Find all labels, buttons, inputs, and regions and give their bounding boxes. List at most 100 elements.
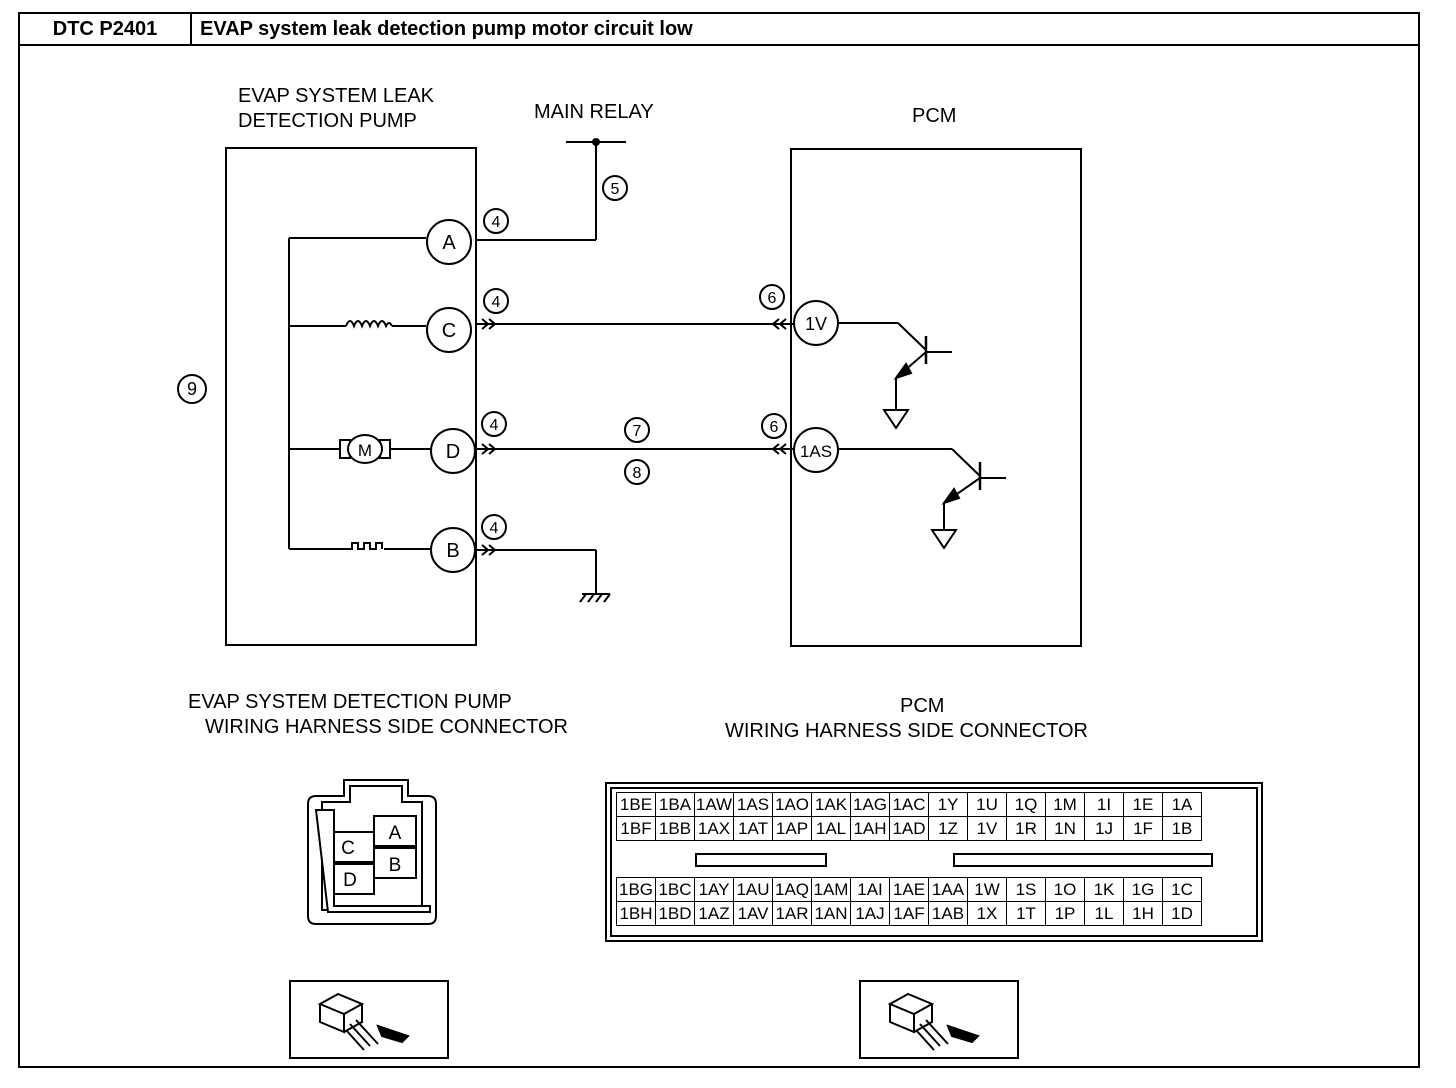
pin-label-1as: 1AS [800,442,832,461]
motor-icon [347,434,383,464]
pcm-pin-cell: 1I [1084,792,1124,817]
callout-7: 7 [633,423,642,440]
connector-arrow-icon [771,318,787,330]
pcm-pin-cell: 1Y [928,792,968,817]
callout-4: 4 [490,417,499,434]
pin-label-d: D [446,441,460,463]
view-from-wire-side-icon [859,980,1019,1059]
callout-8: 8 [633,465,642,482]
pcm-pin-cell: 1C [1162,877,1202,902]
pcm-pin-cell: 1AK [811,792,851,817]
pcm-pin-cell: 1AD [889,816,929,841]
pcm-pin-cell: 1E [1123,792,1163,817]
pcm-connector-label-line2: WIRING HARNESS SIDE CONNECTOR [725,720,1088,742]
pcm-pin-cell: 1AI [850,877,890,902]
pcm-pin-cell: 1U [967,792,1007,817]
pcm-pin-cell: 1AB [928,901,968,926]
heater-icon [346,542,383,550]
pcm-pin-cell: 1AT [733,816,773,841]
pcm-pin-cell: 1BA [655,792,695,817]
relay-junction-dot [592,138,600,146]
pump-connector-label-line1: EVAP SYSTEM DETECTION PUMP [188,691,512,713]
pin-circle-c [426,307,472,353]
view-from-wire-side-icon [289,980,449,1059]
pcm-pin-cell: 1AN [811,901,851,926]
pin-circle-a [426,219,472,265]
pump-connector-label-line2: WIRING HARNESS SIDE CONNECTOR [205,716,568,738]
pcm-pin-cell: 1AM [811,877,851,902]
pcm-pin-cell: 1BH [616,901,656,926]
pcm-pin-cell: 1BB [655,816,695,841]
pcm-label: PCM [912,105,957,127]
callout-4: 4 [492,294,501,311]
pin-label-b: B [446,540,459,562]
pcm-pin-cell: 1Z [928,816,968,841]
pcm-pin-cell: 1L [1084,901,1124,926]
connector-arrow-icon [771,443,787,455]
pcm-pin-cell: 1AH [850,816,890,841]
pcm-pin-cell: 1A [1162,792,1202,817]
pcm-pin-cell: 1AF [889,901,929,926]
pcm-pin-cell: 1AW [694,792,734,817]
pcm-pin-cell: 1AG [850,792,890,817]
pcm-pin-cell: 1B [1162,816,1202,841]
pcm-box [790,148,1082,647]
pcm-pin-cell: 1N [1045,816,1085,841]
pcm-pin-cell: 1BG [616,877,656,902]
pcm-pin-cell: 1G [1123,877,1163,902]
callout-4: 4 [492,214,501,231]
connector-arrow-icon [481,318,497,330]
pcm-pin-cell: 1AR [772,901,812,926]
callout-5: 5 [611,181,620,198]
pcm-pin-cell: 1J [1084,816,1124,841]
main-relay-label: MAIN RELAY [534,101,654,123]
pump-label-line2: DETECTION PUMP [238,110,417,132]
callout-9: 9 [187,379,197,399]
ground-symbol-icon [579,593,611,603]
connector-view-icon [887,992,980,1051]
pcm-pin-cell: 1AZ [694,901,734,926]
pcm-pin-cell: 1AU [733,877,773,902]
pump-connector-face [307,779,437,925]
dtc-code: DTC P2401 [20,14,192,44]
pcm-pin-cell: 1F [1123,816,1163,841]
pcm-pin-cell: 1D [1162,901,1202,926]
pump-connector-pin-b: B [389,855,402,876]
pcm-pin-cell: 1BC [655,877,695,902]
solenoid-coil-icon [345,320,393,329]
pcm-pin-cell: 1V [967,816,1007,841]
pcm-pin-cell: 1BD [655,901,695,926]
page-title: EVAP system leak detection pump motor ci… [200,17,693,40]
pcm-pin-cell: 1W [967,877,1007,902]
header-divider [18,44,1420,46]
pcm-pin-cell: 1M [1045,792,1085,817]
motor-label: M [358,441,372,460]
pcm-pin-cell: 1AJ [850,901,890,926]
pcm-pin-cell: 1AS [733,792,773,817]
pcm-pin-cell: 1BE [616,792,656,817]
pcm-pin-cell: 1AQ [772,877,812,902]
pcm-connector-label-line1: PCM [900,695,945,717]
pin-label-1v: 1V [805,314,827,334]
pcm-pin-cell: 1Q [1006,792,1046,817]
pcm-pin-cell: 1R [1006,816,1046,841]
pin-label-a: A [442,232,456,254]
pcm-pin-cell: 1AY [694,877,734,902]
connector-arrow-icon [481,544,497,556]
pcm-pin-cell: 1AE [889,877,929,902]
pump-box [225,147,477,646]
pcm-pin-cell: 1H [1123,901,1163,926]
pcm-pin-cell: 1AO [772,792,812,817]
pump-connector-pin-d: D [343,870,357,891]
pcm-pin-cell: 1T [1006,901,1046,926]
pump-label-line1: EVAP SYSTEM LEAK [238,85,435,107]
connector-arrow-icon [481,443,497,455]
callout-4: 4 [490,520,499,537]
